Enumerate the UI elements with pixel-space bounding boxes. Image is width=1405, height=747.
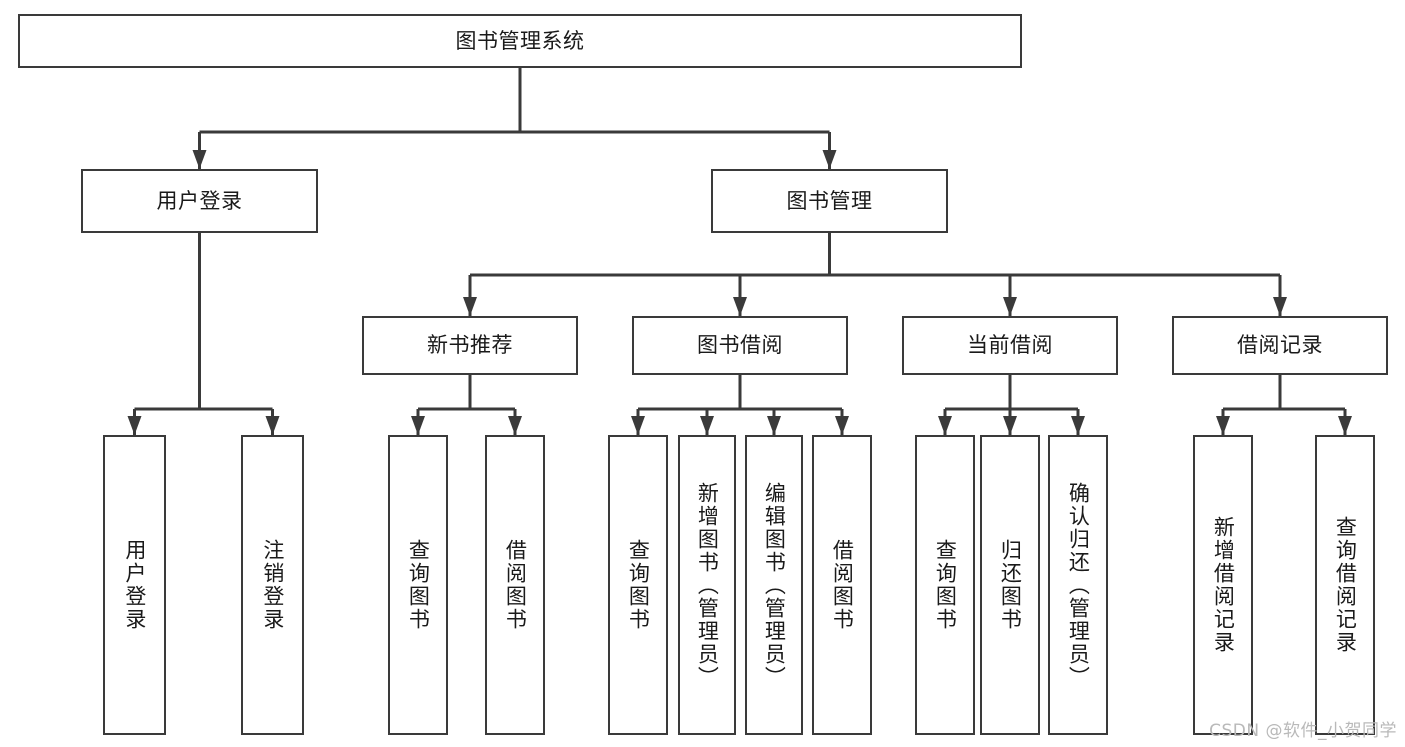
watermark-text: CSDN @软件_小贺同学 (1209, 721, 1397, 741)
leaf-query-book-borrow[interactable]: 查询图书 (608, 435, 668, 735)
leaf-query-book-recommend[interactable]: 查询图书 (388, 435, 448, 735)
node-label: 图书管理系统 (455, 28, 585, 53)
leaf-add-borrow-record[interactable]: 新增借阅记录 (1193, 435, 1253, 735)
leaf-query-book-current[interactable]: 查询图书 (915, 435, 975, 735)
node-user-login[interactable]: 用户登录 (81, 169, 318, 233)
leaf-add-book-admin[interactable]: 新增图书（管理员） (678, 435, 736, 735)
node-label: 确认归还（管理员） (1066, 481, 1091, 689)
node-new-book-recommend[interactable]: 新书推荐 (362, 316, 578, 375)
leaf-user-login[interactable]: 用户登录 (103, 435, 166, 735)
leaf-edit-book-admin[interactable]: 编辑图书（管理员） (745, 435, 803, 735)
node-label: 注销登录 (260, 539, 285, 631)
node-label: 借阅记录 (1237, 333, 1323, 358)
node-label: 图书管理 (786, 188, 873, 213)
leaf-query-borrow-record[interactable]: 查询借阅记录 (1315, 435, 1375, 735)
node-label: 查询图书 (933, 539, 958, 631)
node-label: 用户登录 (122, 539, 147, 631)
node-label: 用户登录 (156, 188, 243, 213)
node-label: 查询图书 (626, 539, 651, 631)
node-label: 归还图书 (998, 539, 1023, 631)
node-label: 借阅图书 (830, 539, 855, 631)
node-label: 借阅图书 (503, 539, 528, 631)
node-label: 当前借阅 (967, 333, 1053, 358)
leaf-return-book[interactable]: 归还图书 (980, 435, 1040, 735)
node-label: 查询借阅记录 (1333, 516, 1358, 654)
node-label: 新增图书（管理员） (695, 481, 720, 689)
node-label: 新书推荐 (427, 333, 513, 358)
node-label: 查询图书 (406, 539, 431, 631)
node-label: 图书借阅 (697, 333, 783, 358)
node-label: 新增借阅记录 (1211, 516, 1236, 654)
node-borrow-record[interactable]: 借阅记录 (1172, 316, 1388, 375)
node-label: 编辑图书（管理员） (762, 481, 787, 689)
leaf-borrow-book[interactable]: 借阅图书 (812, 435, 872, 735)
node-book-borrow[interactable]: 图书借阅 (632, 316, 848, 375)
leaf-confirm-return-admin[interactable]: 确认归还（管理员） (1048, 435, 1108, 735)
leaf-borrow-book-recommend[interactable]: 借阅图书 (485, 435, 545, 735)
leaf-logout[interactable]: 注销登录 (241, 435, 304, 735)
node-root[interactable]: 图书管理系统 (18, 14, 1022, 68)
node-book-management[interactable]: 图书管理 (711, 169, 948, 233)
node-current-borrow[interactable]: 当前借阅 (902, 316, 1118, 375)
